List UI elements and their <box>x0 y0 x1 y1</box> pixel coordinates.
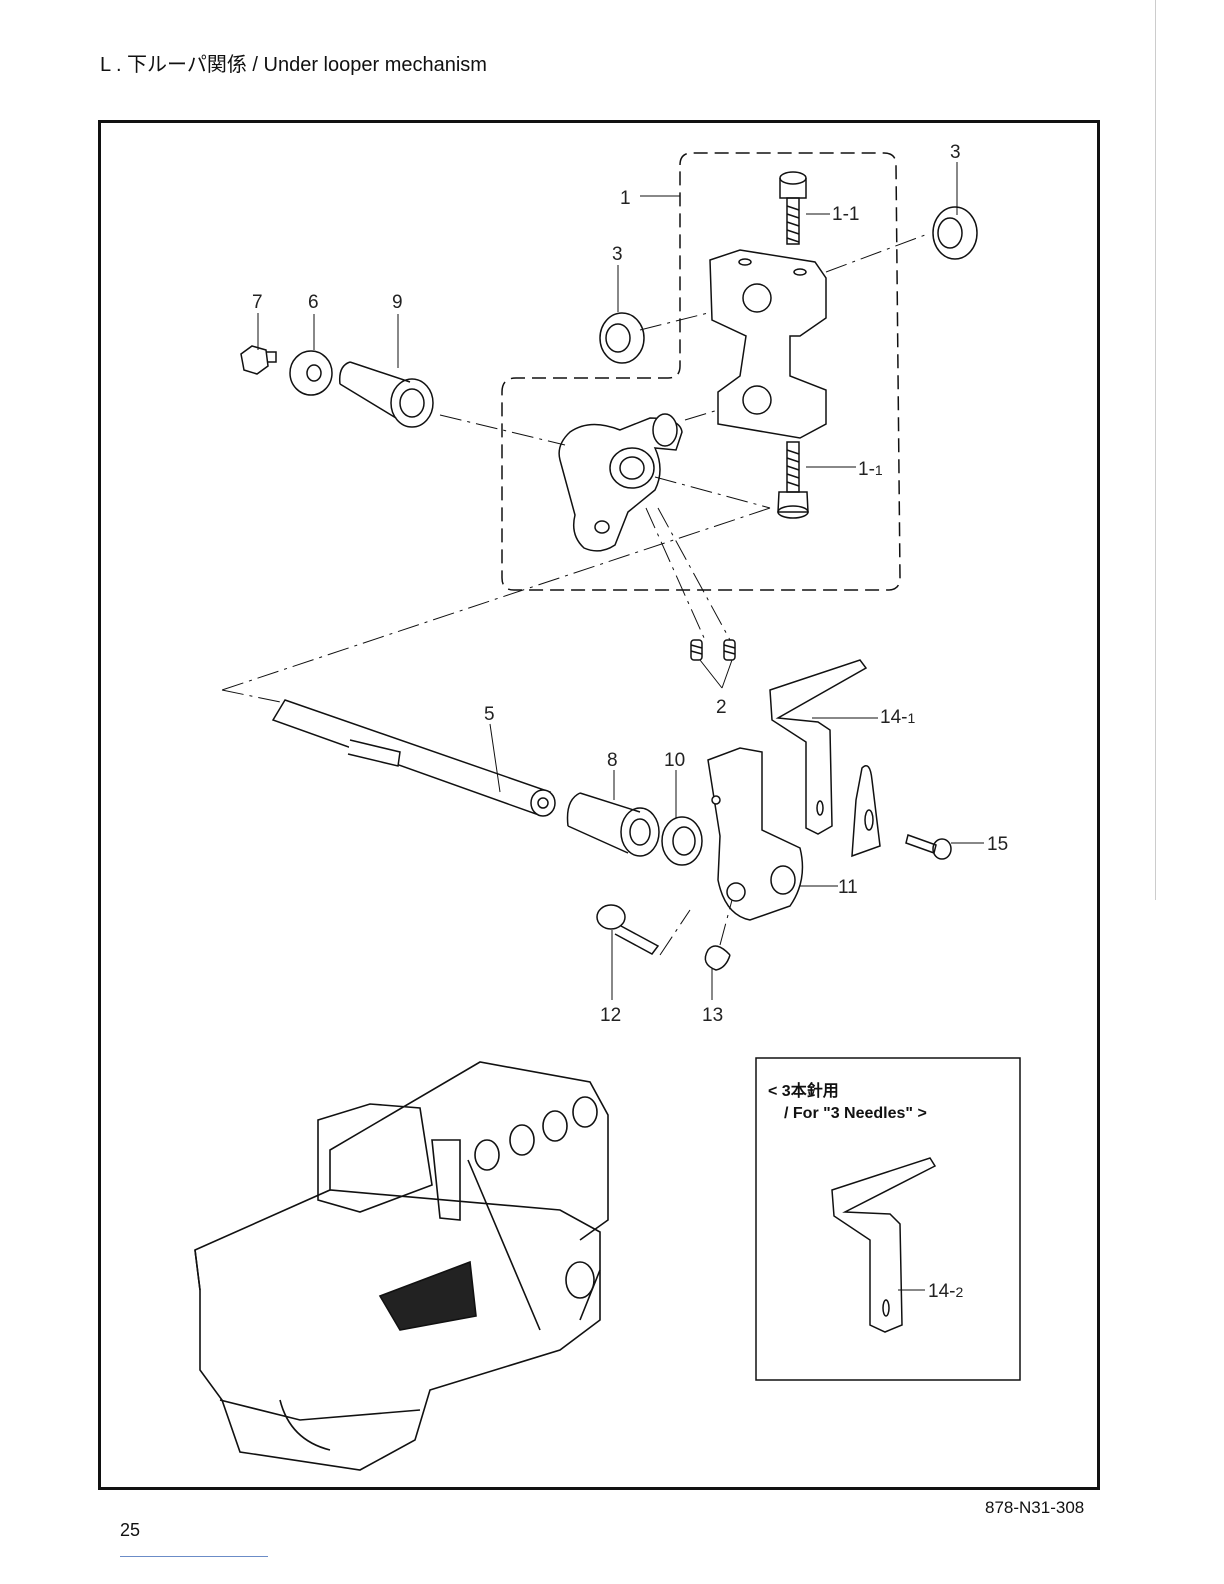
label-part-1: 1 <box>620 188 631 209</box>
looper-rocker-arm <box>559 414 682 551</box>
set-screw-2-right <box>724 640 735 660</box>
looper-holder-clamp <box>710 250 826 438</box>
washer-6 <box>290 351 332 395</box>
inset-caption-jp: < 3本針用 <box>768 1081 839 1100</box>
washer-10 <box>662 817 702 865</box>
looper-shaft-5 <box>273 700 555 816</box>
screw-15 <box>906 835 951 859</box>
label-part-6: 6 <box>308 292 319 313</box>
washer-3-left <box>600 313 644 363</box>
bushing-9 <box>340 362 433 427</box>
overlock-machine-body <box>195 1062 608 1470</box>
footer-rule <box>120 1556 268 1557</box>
set-screw-2-left <box>691 640 702 660</box>
label-part-7: 7 <box>252 292 263 313</box>
label-leaders <box>258 162 984 1000</box>
screw-1-1-top <box>780 172 806 244</box>
looper-14-2 <box>832 1158 935 1332</box>
label-part-10: 10 <box>664 750 685 771</box>
label-part-15: 15 <box>987 834 1008 855</box>
label-part-5: 5 <box>484 704 495 725</box>
label-part-3-left: 3 <box>612 244 623 265</box>
label-part-1-1-bottom: 1-1 <box>858 459 883 480</box>
label-part-13: 13 <box>702 1005 723 1026</box>
washer-3-right <box>933 207 977 259</box>
label-part-3-right: 3 <box>950 142 961 163</box>
label-part-14-1: 14-1 <box>880 707 915 728</box>
looper-holder-11 <box>708 748 802 920</box>
bushing-8 <box>568 793 660 856</box>
label-part-11: 11 <box>838 877 858 898</box>
page-number: 25 <box>120 1520 140 1541</box>
label-part-2: 2 <box>716 697 727 718</box>
label-part-9: 9 <box>392 292 403 313</box>
screw-1-1-bottom <box>778 442 808 518</box>
screw-12 <box>597 905 658 954</box>
e-ring-13 <box>705 946 730 970</box>
label-part-1-1-top: 1-1 <box>832 204 859 225</box>
inset-caption-en: / For "3 Needles" > <box>784 1105 927 1122</box>
spring-plate <box>852 766 880 856</box>
label-part-12: 12 <box>600 1005 621 1026</box>
looper-14-1 <box>770 660 866 834</box>
label-part-8: 8 <box>607 750 618 771</box>
label-part-14-2: 14-2 <box>928 1281 963 1302</box>
nut-7 <box>241 346 276 374</box>
document-code: 878-N31-308 <box>985 1498 1084 1518</box>
axis-lines <box>222 235 925 955</box>
